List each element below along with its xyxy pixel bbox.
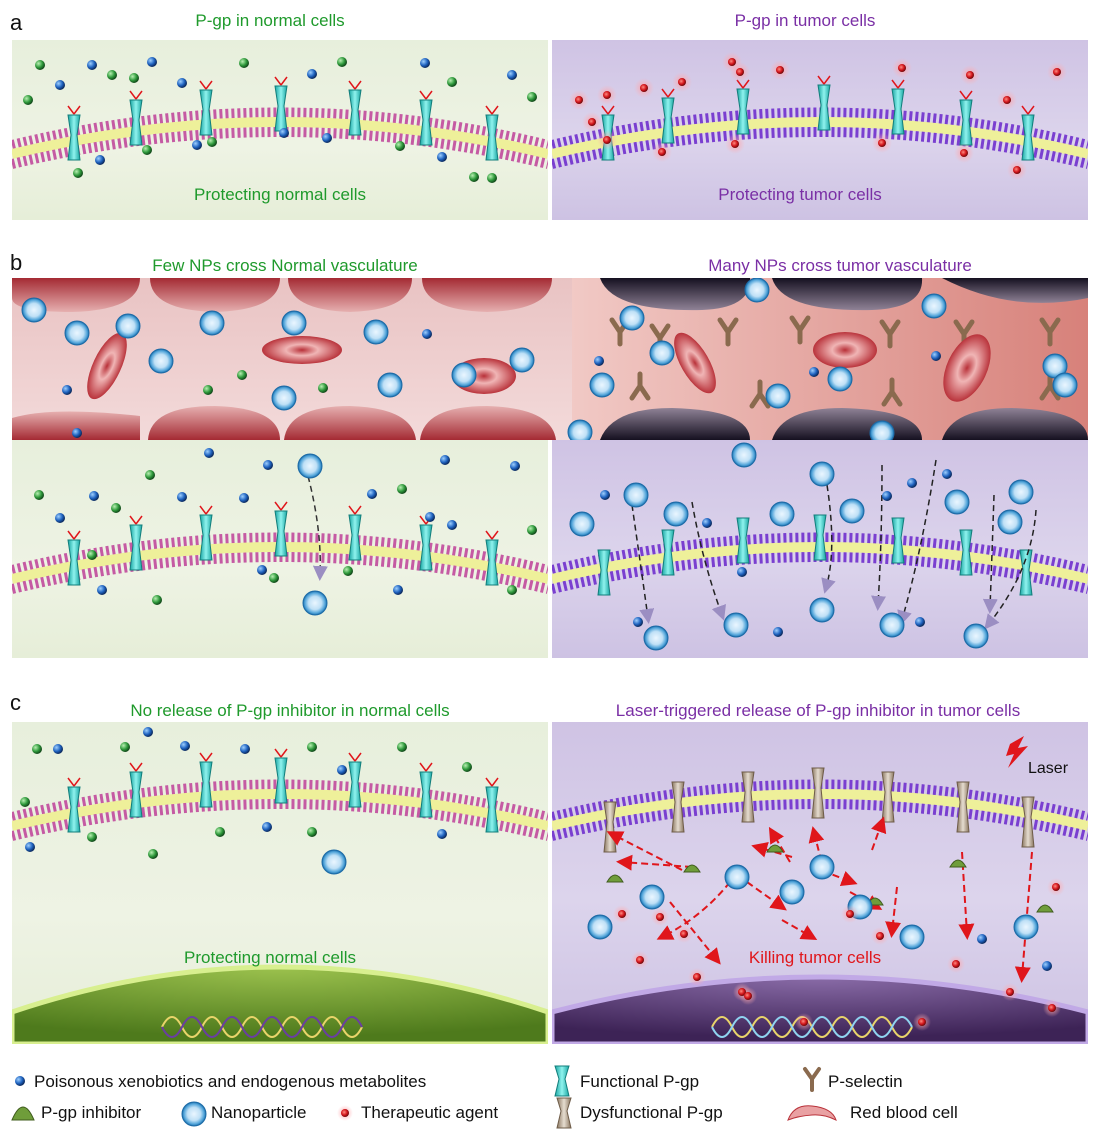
laser-label: Laser <box>1028 760 1069 777</box>
normal-nucleus <box>12 964 548 1044</box>
legend-inhibitor-label: P-gp inhibitor <box>41 1103 142 1122</box>
inhibitor-legend-icon <box>11 1106 35 1121</box>
panel-a-normal-scene <box>12 57 548 183</box>
legend-dysfunctional-pgp-label: Dysfunctional P-gp <box>580 1103 723 1122</box>
nanoparticle-normal-c <box>321 849 347 875</box>
panel-b-left-title: Few NPs cross Normal vasculature <box>152 256 418 275</box>
panel-b-normal-scene <box>12 448 548 616</box>
panel-c-letter: c <box>10 690 21 715</box>
panel-c-right-bottom: Killing tumor cells <box>748 948 882 967</box>
xenobiotic-molecules-c-tumor <box>977 934 1052 971</box>
nanoparticles-b-tumor <box>569 442 1034 651</box>
dna-helix-normal <box>161 1016 363 1038</box>
legend-poison-label: Poisonous xenobiotics and endogenous met… <box>34 1072 427 1091</box>
panel-a-left-bottom: Protecting normal cells <box>194 185 366 204</box>
np-crossing-arrow <box>307 475 328 581</box>
pgp-transporters-b <box>67 510 499 586</box>
nanoparticles-c-tumor <box>587 854 1039 950</box>
panel-a-tumor-scene <box>552 52 1088 180</box>
therapeutic-legend-icon <box>337 1105 353 1121</box>
panel-a-right-title: P-gp in tumor cells <box>734 11 876 30</box>
xenobiotic-molecules-b-tumor <box>600 469 952 637</box>
nanoparticles-in-vessel <box>21 278 1078 440</box>
dysfunctional-pgp-transporters <box>603 767 1035 853</box>
np-crossing-arrows <box>631 459 1037 630</box>
pgp-transporters-tumor-b <box>597 514 1033 596</box>
legend-functional-pgp-label: Functional P-gp <box>580 1072 700 1091</box>
xenobiotic-molecules-c <box>20 727 472 859</box>
efflux-arrows-c <box>67 748 499 787</box>
panel-a-letter: a <box>10 10 23 35</box>
panel-a-left-title: P-gp in normal cells <box>195 11 345 30</box>
panel-c-left-bottom: Protecting normal cells <box>184 948 356 967</box>
p-selectin-receptors <box>609 315 1061 409</box>
rbc-legend-icon <box>787 1105 837 1121</box>
inhibitor-molecules <box>606 844 1054 913</box>
legend-rbc-label: Red blood cell <box>850 1103 958 1122</box>
panel-a-right-bottom: Protecting tumor cells <box>718 185 882 204</box>
panel-b-letter: b <box>10 250 23 275</box>
pselectin-legend-icon <box>803 1067 821 1092</box>
dna-helix-tumor <box>711 1016 913 1038</box>
pgp-transporters-tumor <box>601 84 1035 161</box>
efflux-arrows <box>67 76 499 115</box>
vasculature-strip <box>12 278 1088 440</box>
xenobiotic-molecules-vessel <box>62 329 941 438</box>
panel-b-right-title: Many NPs cross tumor vasculature <box>708 256 972 275</box>
pgp-transporters <box>67 85 499 161</box>
panel-b-tumor-scene <box>552 442 1088 651</box>
panel-c-right-title: Laser-triggered release of P-gp inhibito… <box>615 701 1021 720</box>
xenobiotic-molecules <box>23 57 537 183</box>
nanoparticles-b-normal <box>297 453 328 616</box>
laser-bolt-icon <box>1006 736 1028 768</box>
dysfunctional-pgp-legend-icon <box>556 1097 572 1129</box>
panel-c-tumor-scene: Laser <box>552 736 1088 1044</box>
poison-legend-icon <box>15 1076 25 1086</box>
efflux-arrows-b <box>67 501 499 540</box>
xenobiotic-molecules-b <box>34 448 537 605</box>
normal-endothelial-cells <box>12 278 556 440</box>
nanoparticle-legend-icon <box>181 1101 207 1127</box>
functional-pgp-legend-icon <box>554 1065 570 1097</box>
red-blood-cells <box>87 332 991 402</box>
therapeutic-agents <box>569 52 1067 180</box>
legend-therapeutic-label: Therapeutic agent <box>361 1103 499 1122</box>
pgp-transporters-c <box>67 757 499 833</box>
therapeutic-agents-c <box>613 878 1065 1031</box>
panel-c-normal-scene <box>12 727 548 1044</box>
panel-c-left-title: No release of P-gp inhibitor in normal c… <box>130 701 450 720</box>
legend-pselectin-label: P-selectin <box>828 1072 903 1091</box>
legend-nanoparticle-label: Nanoparticle <box>211 1103 307 1122</box>
